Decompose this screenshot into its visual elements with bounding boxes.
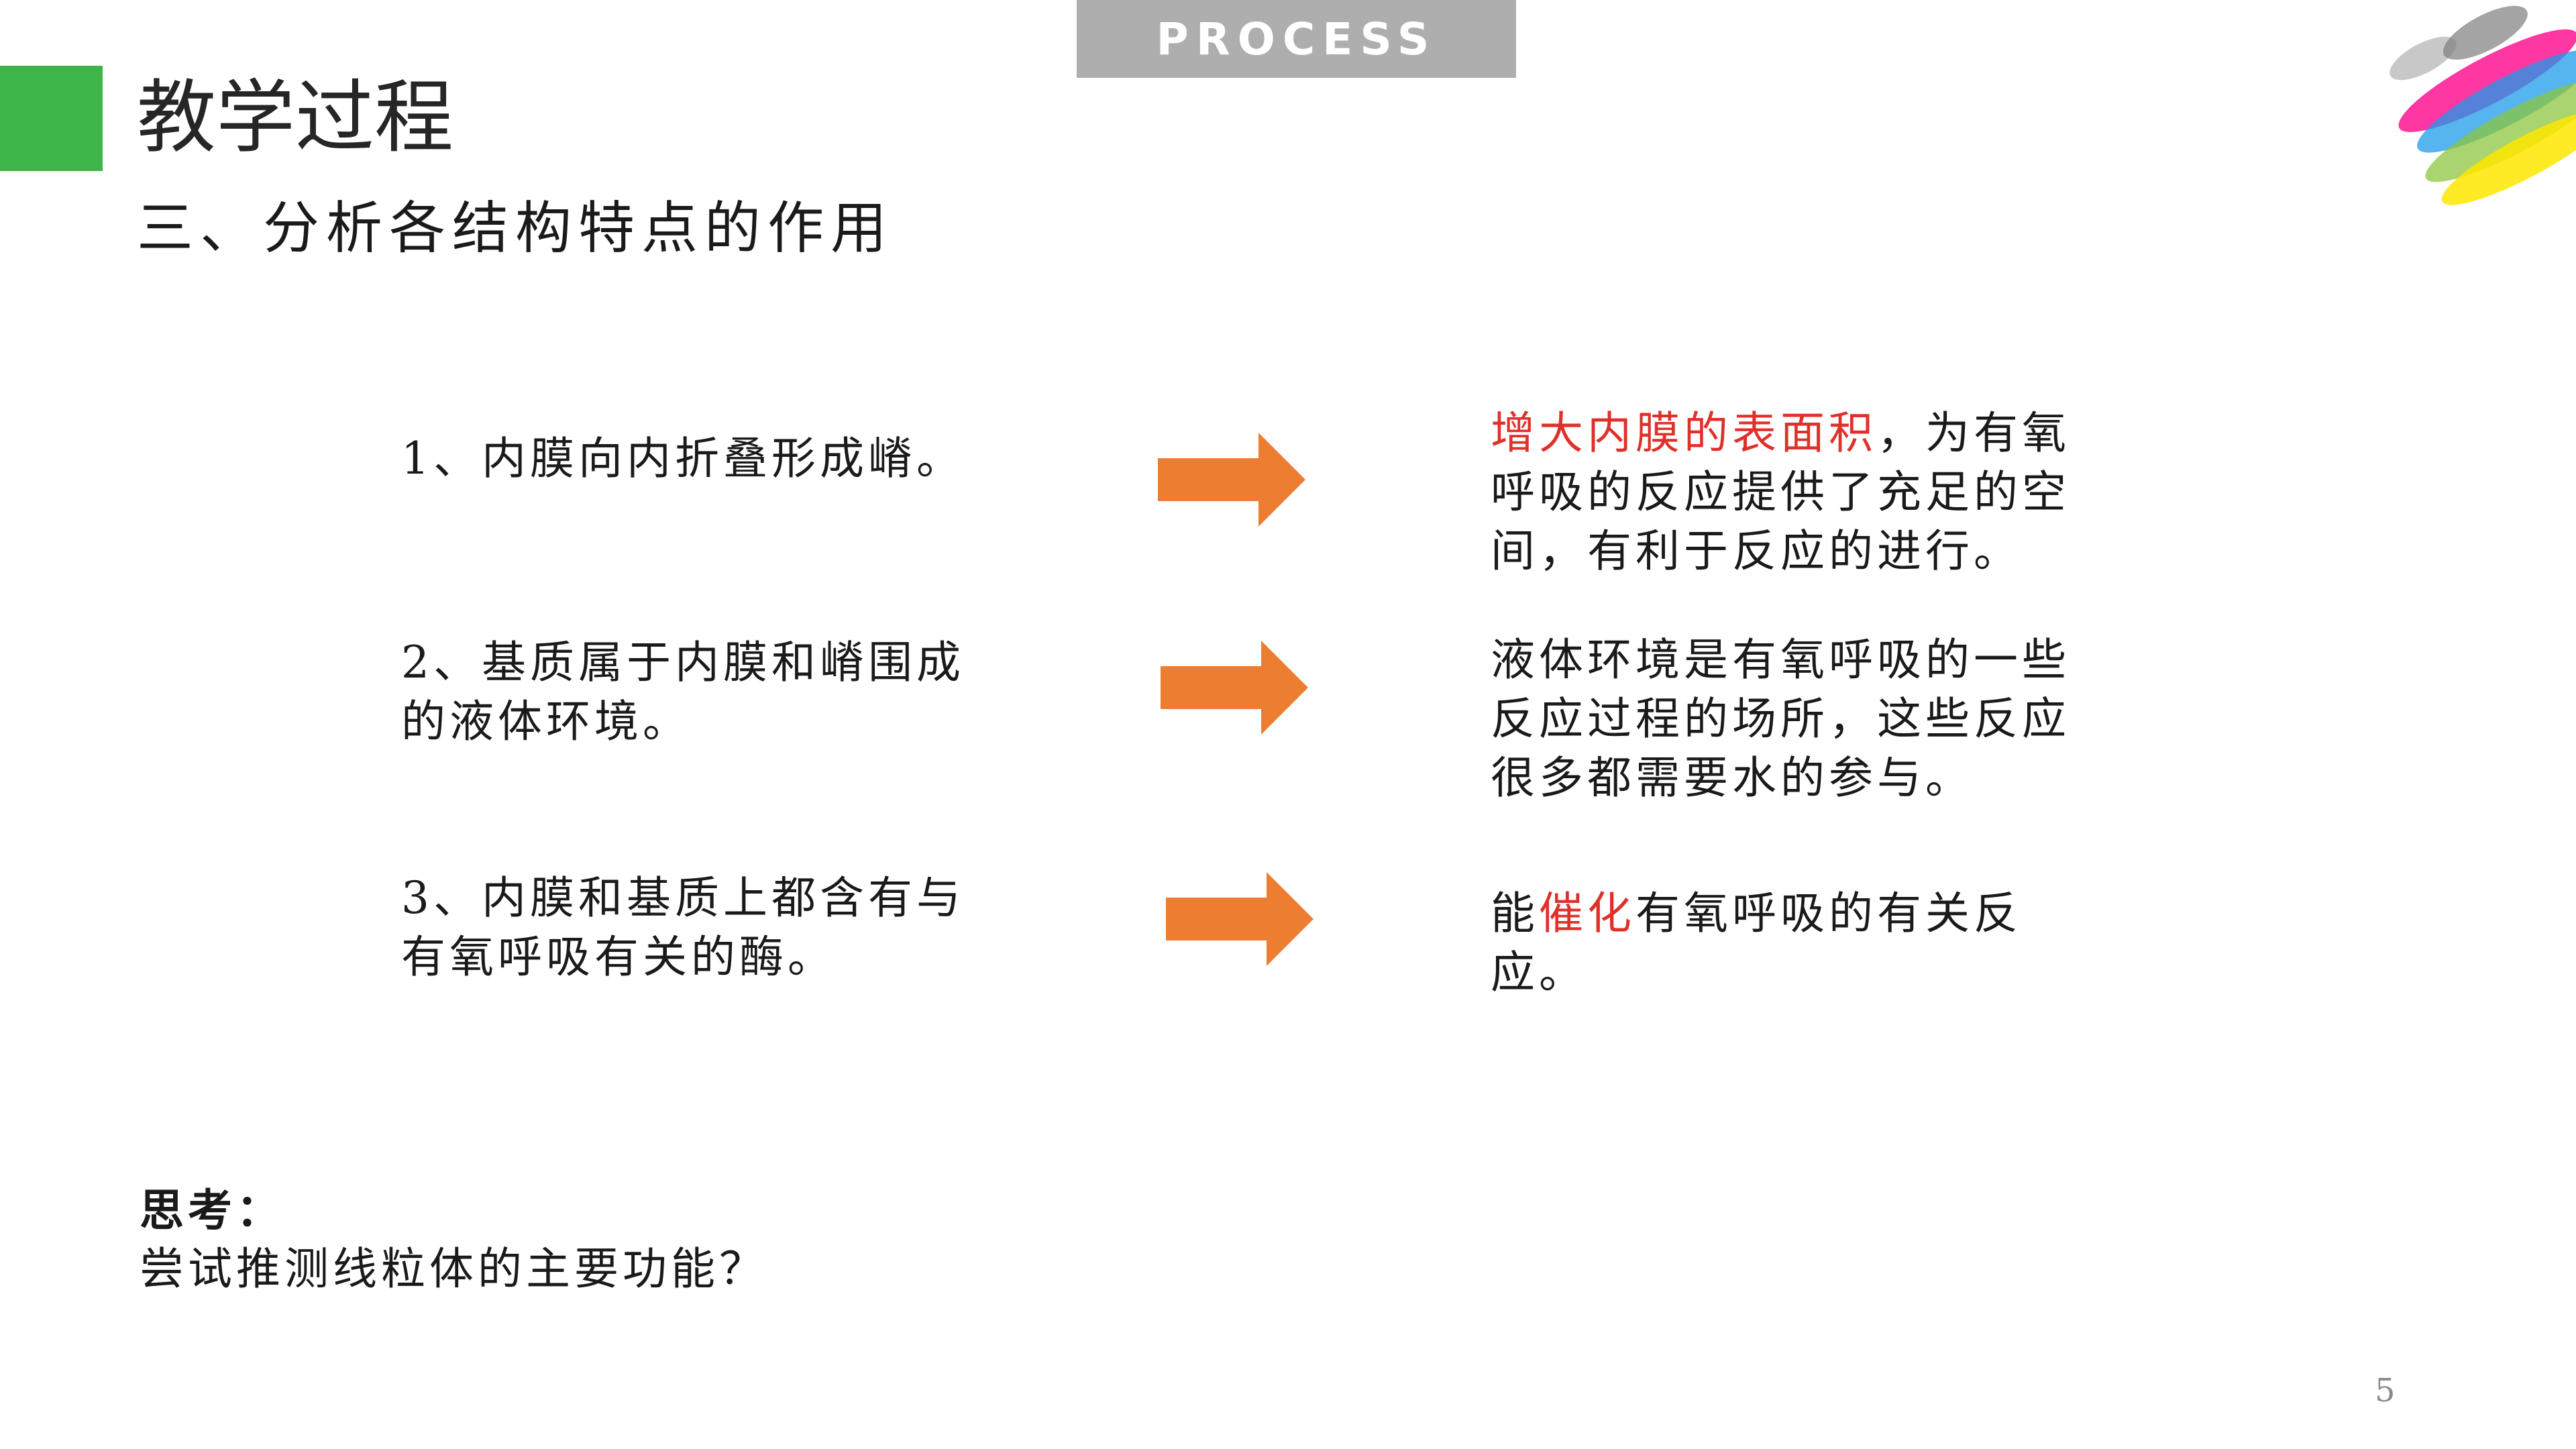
process-tab: PROCESS <box>1077 0 1516 78</box>
highlight-text: 增大内膜的表面积 <box>1491 407 1877 459</box>
think-label: 思考： <box>140 1184 284 1236</box>
function-line: 呼吸的反应提供了充足的空 <box>1491 466 2070 518</box>
think-block: 思考： 尝试推测线粒体的主要功能？ <box>140 1181 767 1299</box>
right-arrow-icon <box>1166 872 1313 966</box>
think-question: 尝试推测线粒体的主要功能？ <box>140 1243 767 1295</box>
function-line: 能催化有氧呼吸的有关反 <box>1491 884 2094 943</box>
structure-item-3: 3、内膜和基质上都含有与 有氧呼吸有关的酶。 <box>401 869 978 987</box>
structure-line: 的液体环境。 <box>401 696 691 747</box>
right-arrow-icon <box>1161 641 1308 735</box>
structure-item-2: 2、基质属于内膜和嵴围成 的液体环境。 <box>401 633 978 751</box>
structure-line: 有氧呼吸有关的酶。 <box>401 931 836 983</box>
structure-line: 2、基质属于内膜和嵴围成 <box>401 637 965 688</box>
section-title: 教学过程 <box>137 71 454 164</box>
page-number: 5 <box>2375 1372 2396 1409</box>
right-arrow-icon <box>1158 433 1305 527</box>
green-accent-block <box>0 66 103 171</box>
function-line: 很多都需要水的参与。 <box>1491 752 1974 804</box>
structure-line: 3、内膜和基质上都含有与 <box>401 872 965 924</box>
function-line: 液体环境是有氧呼吸的一些 <box>1491 634 2070 686</box>
function-line: 应。 <box>1491 947 1587 998</box>
function-item-2: 液体环境是有氧呼吸的一些 反应过程的场所，这些反应 很多都需要水的参与。 <box>1491 631 2094 808</box>
subtitle: 三、分析各结构特点的作用 <box>137 195 894 261</box>
structure-item-1: 1、内膜向内折叠形成嵴。 <box>401 429 978 488</box>
function-text: 能 <box>1491 888 1539 939</box>
brand-logo-icon <box>2390 5 2576 205</box>
function-text: 有氧呼吸的有关反 <box>1635 888 2022 939</box>
highlight-text: 催化 <box>1539 888 1635 939</box>
function-line: 间，有利于反应的进行。 <box>1491 525 2022 577</box>
structure-line: 1、内膜向内折叠形成嵴。 <box>401 433 965 484</box>
function-line: 反应过程的场所，这些反应 <box>1491 693 2070 745</box>
function-item-1: 增大内膜的表面积，为有氧 呼吸的反应提供了充足的空 间，有利于反应的进行。 <box>1491 404 2094 581</box>
function-text: ，为有氧 <box>1877 407 2070 459</box>
function-item-3: 能催化有氧呼吸的有关反 应。 <box>1491 884 2094 1002</box>
function-line: 增大内膜的表面积，为有氧 <box>1491 404 2094 463</box>
